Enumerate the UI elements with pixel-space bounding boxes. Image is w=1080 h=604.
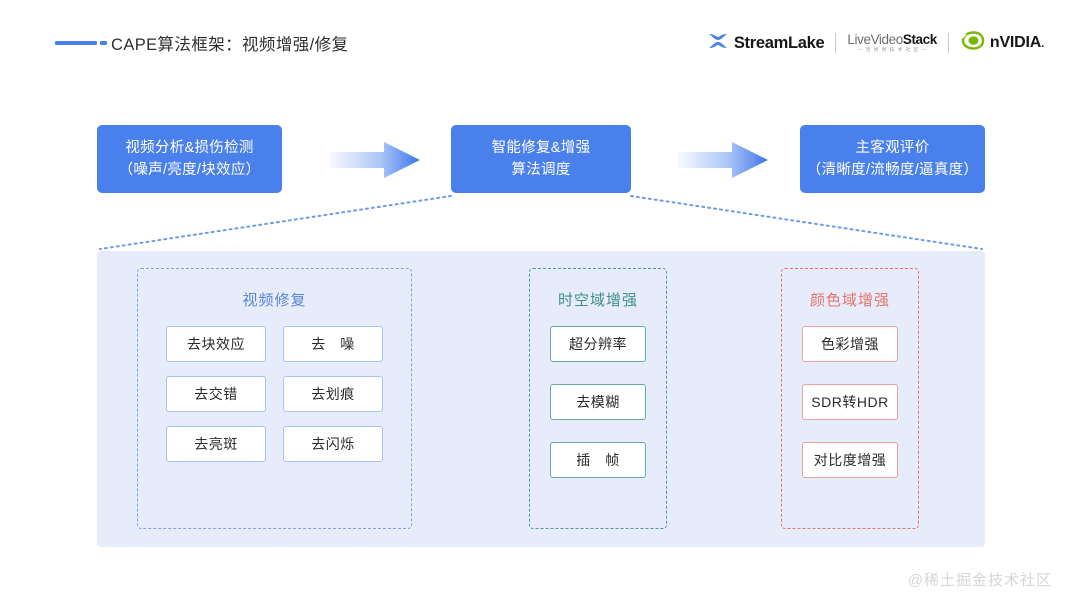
livevideostack-wordmark: LiveVideoStack <box>847 31 937 47</box>
lvs-bold: Stack <box>902 31 937 47</box>
flow-arrow-2 <box>678 140 770 180</box>
livevideostack-subtitle: — 音 视 频 技 术 社 区 — <box>857 46 927 53</box>
nvidia-logo: nVIDIA. <box>959 31 1044 55</box>
chip-deblur[interactable]: 去模糊 <box>550 384 646 420</box>
lvs-o: o <box>895 31 904 47</box>
streamlake-logo-icon <box>707 31 729 56</box>
header-accent-dot <box>100 41 107 45</box>
chip-descratch[interactable]: 去划痕 <box>283 376 383 412</box>
header-accent-bar <box>55 41 97 45</box>
flow-box-repair-line1: 智能修复&增强 <box>491 140 591 156</box>
lvs-light: iveVide <box>854 31 897 47</box>
group-color-gamut: 颜色域增强 色彩增强 SDR转HDR 对比度增强 <box>781 268 919 529</box>
flow-arrow-1 <box>330 140 422 180</box>
group-color-gamut-title: 颜色域增强 <box>809 292 890 309</box>
group-spatiotemporal: 时空域增强 超分辨率 去模糊 插 帧 <box>529 268 667 529</box>
logo-separator-2 <box>947 33 949 53</box>
group-spatiotemporal-chips: 超分辨率 去模糊 插 帧 <box>530 326 666 478</box>
page-title: CAPE算法框架：视频增强/修复 <box>111 36 349 54</box>
streamlake-wordmark: StreamLake <box>733 33 825 52</box>
chip-contrast-enhance[interactable]: 对比度增强 <box>802 442 898 478</box>
flow-box-analysis-line1: 视频分析&损伤检测 <box>125 140 254 156</box>
flow-box-eval-line1: 主客观评价 <box>855 140 930 156</box>
chip-super-resolution[interactable]: 超分辨率 <box>550 326 646 362</box>
chip-denoise[interactable]: 去 噪 <box>283 326 383 362</box>
group-spatiotemporal-title: 时空域增强 <box>557 292 638 309</box>
flow-box-analysis-line2: （噪声/亮度/块效应） <box>118 162 261 178</box>
flow-box-eval-line2: （清晰度/流畅度/逼真度） <box>806 162 979 178</box>
chip-deflicker[interactable]: 去闪烁 <box>283 426 383 462</box>
nvidia-wordmark: nVIDIA. <box>989 34 1044 51</box>
header-accent-mark <box>55 41 107 45</box>
chip-despot[interactable]: 去亮斑 <box>166 426 266 462</box>
chip-sdr-to-hdr[interactable]: SDR转HDR <box>802 384 898 420</box>
algorithm-panel: 视频修复 去块效应 去 噪 去交错 去划痕 去亮斑 去闪烁 时 <box>97 251 985 547</box>
streamlake-logo: StreamLake <box>707 31 825 56</box>
flow-box-repair[interactable]: 智能修复&增强 算法调度 <box>451 125 631 193</box>
logo-strip: StreamLake LiveVideoStack — 音 视 频 技 术 社 … <box>707 28 1044 58</box>
group-video-restore-title: 视频修复 <box>242 292 307 309</box>
flow-box-analysis[interactable]: 视频分析&损伤检测 （噪声/亮度/块效应） <box>97 125 282 193</box>
chip-deblocking[interactable]: 去块效应 <box>166 326 266 362</box>
watermark: @稀土掘金技术社区 <box>907 572 1052 589</box>
group-video-restore-chips: 去块效应 去 噪 去交错 去划痕 去亮斑 去闪烁 <box>138 326 411 462</box>
chip-color-enhance[interactable]: 色彩增强 <box>802 326 898 362</box>
chip-deinterlace[interactable]: 去交错 <box>166 376 266 412</box>
chip-frame-interp[interactable]: 插 帧 <box>550 442 646 478</box>
group-color-gamut-chips: 色彩增强 SDR转HDR 对比度增强 <box>782 326 918 478</box>
livevideostack-logo: LiveVideoStack — 音 视 频 技 术 社 区 — <box>847 31 937 54</box>
nvidia-eye-icon <box>959 31 986 55</box>
flow-box-eval[interactable]: 主客观评价 （清晰度/流畅度/逼真度） <box>800 125 985 193</box>
slide-header: CAPE算法框架：视频增强/修复 StreamLake LiveVideoSta… <box>0 0 1080 78</box>
lvs-prefix: L <box>847 31 855 47</box>
group-video-restore: 视频修复 去块效应 去 噪 去交错 去划痕 去亮斑 去闪烁 <box>137 268 412 529</box>
logo-separator-1 <box>835 33 837 53</box>
flow-box-repair-line2: 算法调度 <box>511 162 571 178</box>
